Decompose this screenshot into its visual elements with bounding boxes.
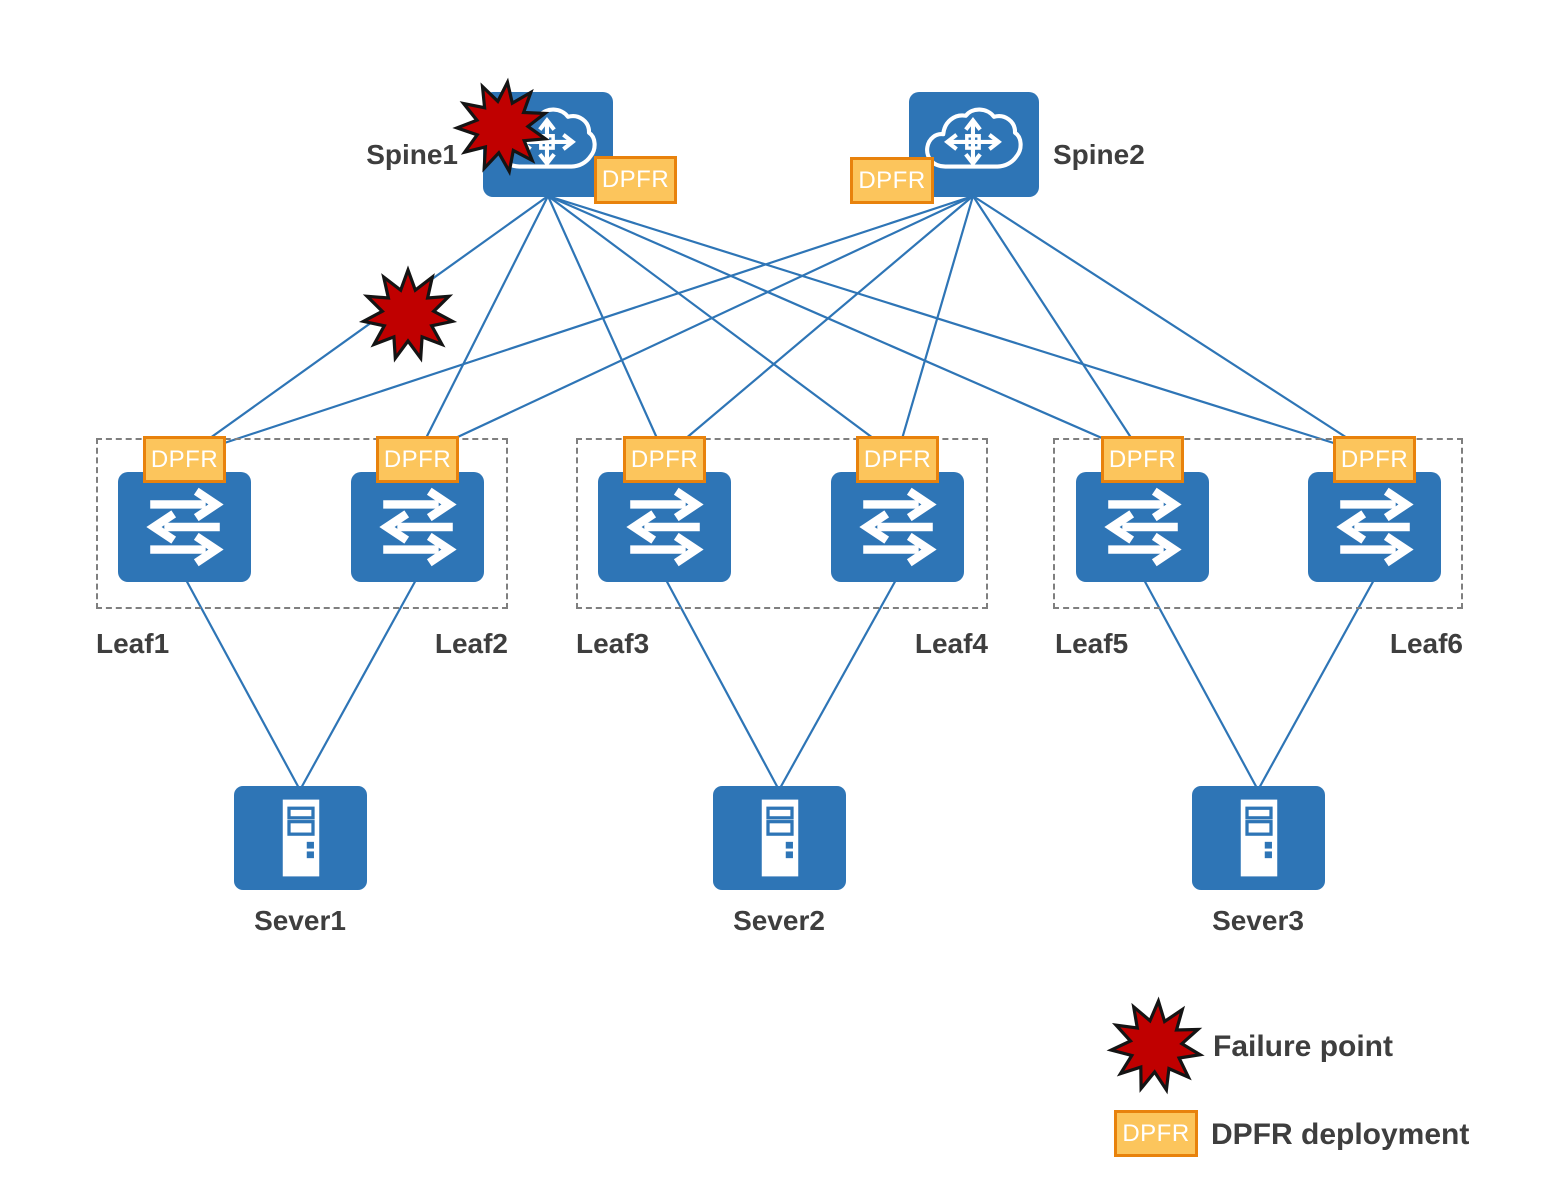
node-server2 [713, 786, 846, 890]
link-spine1-leaf3 [546, 195, 667, 457]
link-spine1-leaf2 [416, 195, 549, 457]
link-spine1-leaf1 [184, 195, 549, 457]
switch-icon [1326, 480, 1424, 574]
label-spine2: Spine2 [1053, 139, 1145, 170]
dpfr-badge-leaf2: DPFR [376, 436, 459, 483]
label-leaf4: Leaf4 [914, 628, 988, 659]
node-server1 [234, 786, 367, 890]
link-spine1-leaf5 [547, 194, 1144, 458]
link-leaf4-server2 [778, 577, 898, 791]
switch-icon [616, 480, 714, 574]
label-server3: Sever3 [1212, 905, 1304, 936]
link-spine1-leaf4 [547, 195, 898, 457]
link-spine2-leaf5 [972, 195, 1144, 457]
link-spine1-leaf6 [547, 194, 1376, 458]
link-spine2-leaf6 [972, 195, 1376, 457]
node-leaf4 [831, 472, 964, 582]
switch-icon [369, 480, 467, 574]
failure-point-spine1-icon [452, 77, 550, 176]
failure-point-link-icon [358, 265, 458, 363]
legend-dpfr-label: DPFR deployment [1211, 1118, 1470, 1151]
dpfr-badge-leaf4: DPFR [856, 436, 939, 483]
link-spine2-leaf3 [664, 195, 974, 457]
node-leaf2 [351, 472, 484, 582]
leaf-group-1 [96, 438, 508, 609]
dpfr-badge-leaf3: DPFR [623, 436, 706, 483]
label-server1: Sever1 [254, 905, 346, 936]
link-spine2-leaf2 [416, 195, 974, 457]
label-leaf2: Leaf2 [434, 628, 508, 659]
node-leaf1 [118, 472, 251, 582]
node-leaf5 [1076, 472, 1209, 582]
dpfr-badge-leaf1: DPFR [143, 436, 226, 483]
server-icon [732, 790, 828, 886]
leaf-group-2 [576, 438, 988, 609]
dpfr-badge-spine1: DPFR [594, 156, 677, 204]
node-leaf6 [1308, 472, 1441, 582]
switch-icon [1094, 480, 1192, 574]
link-leaf1-server1 [184, 577, 301, 791]
label-leaf3: Leaf3 [576, 628, 650, 659]
label-leaf6: Leaf6 [1389, 628, 1463, 659]
label-leaf5: Leaf5 [1055, 628, 1129, 659]
legend-failure-star-icon [1106, 996, 1205, 1095]
link-leaf2-server1 [299, 577, 418, 791]
cloud-routing-icon [922, 104, 1026, 186]
switch-icon [136, 480, 234, 574]
dpfr-badge-spine2: DPFR [850, 157, 934, 204]
link-leaf5-server3 [1142, 577, 1259, 791]
link-leaf3-server2 [664, 577, 780, 791]
switch-icon [849, 480, 947, 574]
link-spine2-leaf1 [184, 194, 974, 458]
leaf-group-3 [1053, 438, 1463, 609]
server-icon [253, 790, 349, 886]
legend-failure-label: Failure point [1213, 1030, 1393, 1063]
dpfr-badge-leaf6: DPFR [1333, 436, 1416, 483]
node-server3 [1192, 786, 1325, 890]
server-icon [1211, 790, 1307, 886]
label-leaf1: Leaf1 [96, 628, 170, 659]
link-leaf6-server3 [1257, 577, 1376, 791]
legend-dpfr-badge: DPFR [1114, 1110, 1198, 1157]
label-spine1: Spine1 [366, 139, 458, 170]
dpfr-badge-leaf5: DPFR [1101, 436, 1184, 483]
label-server2: Sever2 [733, 905, 825, 936]
node-leaf3 [598, 472, 731, 582]
link-spine2-leaf4 [895, 195, 975, 457]
